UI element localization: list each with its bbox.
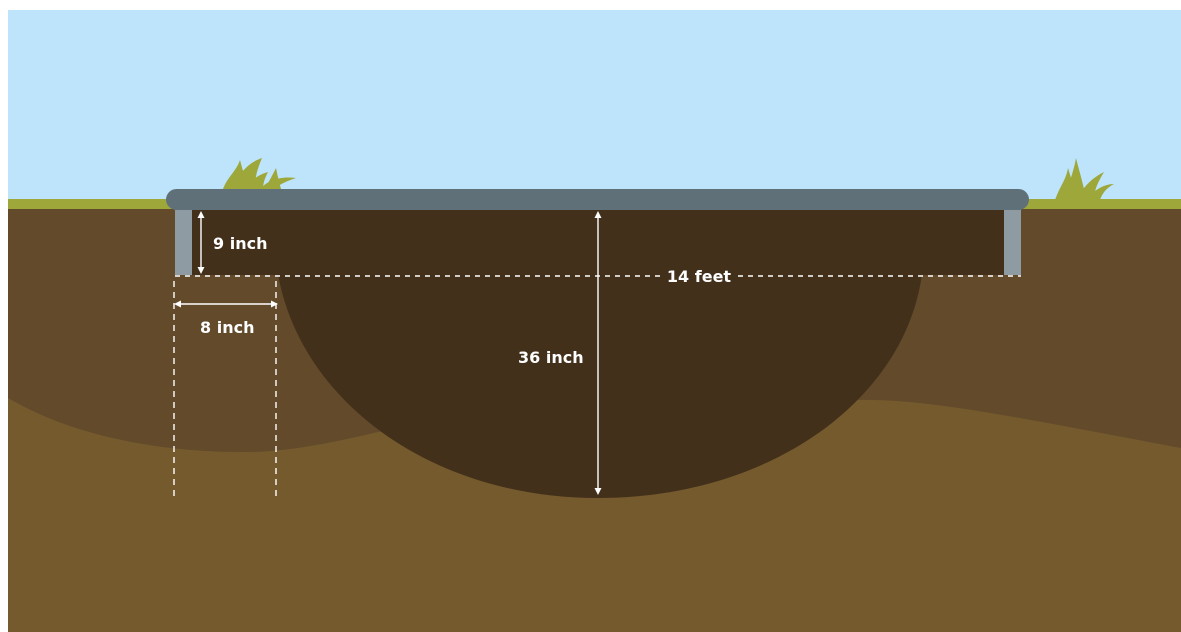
dimension-arrowheads (174, 211, 602, 495)
grass-tuft-right (1055, 158, 1114, 200)
lower-soil (8, 398, 1181, 632)
rim-excavation (175, 209, 1010, 275)
sky (8, 10, 1181, 205)
pit-depth-label: 36 inch (518, 348, 584, 367)
diameter-label: 14 feet (667, 267, 732, 286)
frame-leg-left (175, 205, 192, 275)
rim-height-label: 9 inch (213, 234, 267, 253)
inset-width-label: 8 inch (200, 318, 254, 337)
grass-tuft-left (222, 158, 296, 192)
trampoline-frame (166, 189, 1029, 210)
dimension-lines (173, 213, 1021, 500)
pit-bowl (278, 274, 922, 498)
frame-leg-right (1004, 205, 1021, 275)
